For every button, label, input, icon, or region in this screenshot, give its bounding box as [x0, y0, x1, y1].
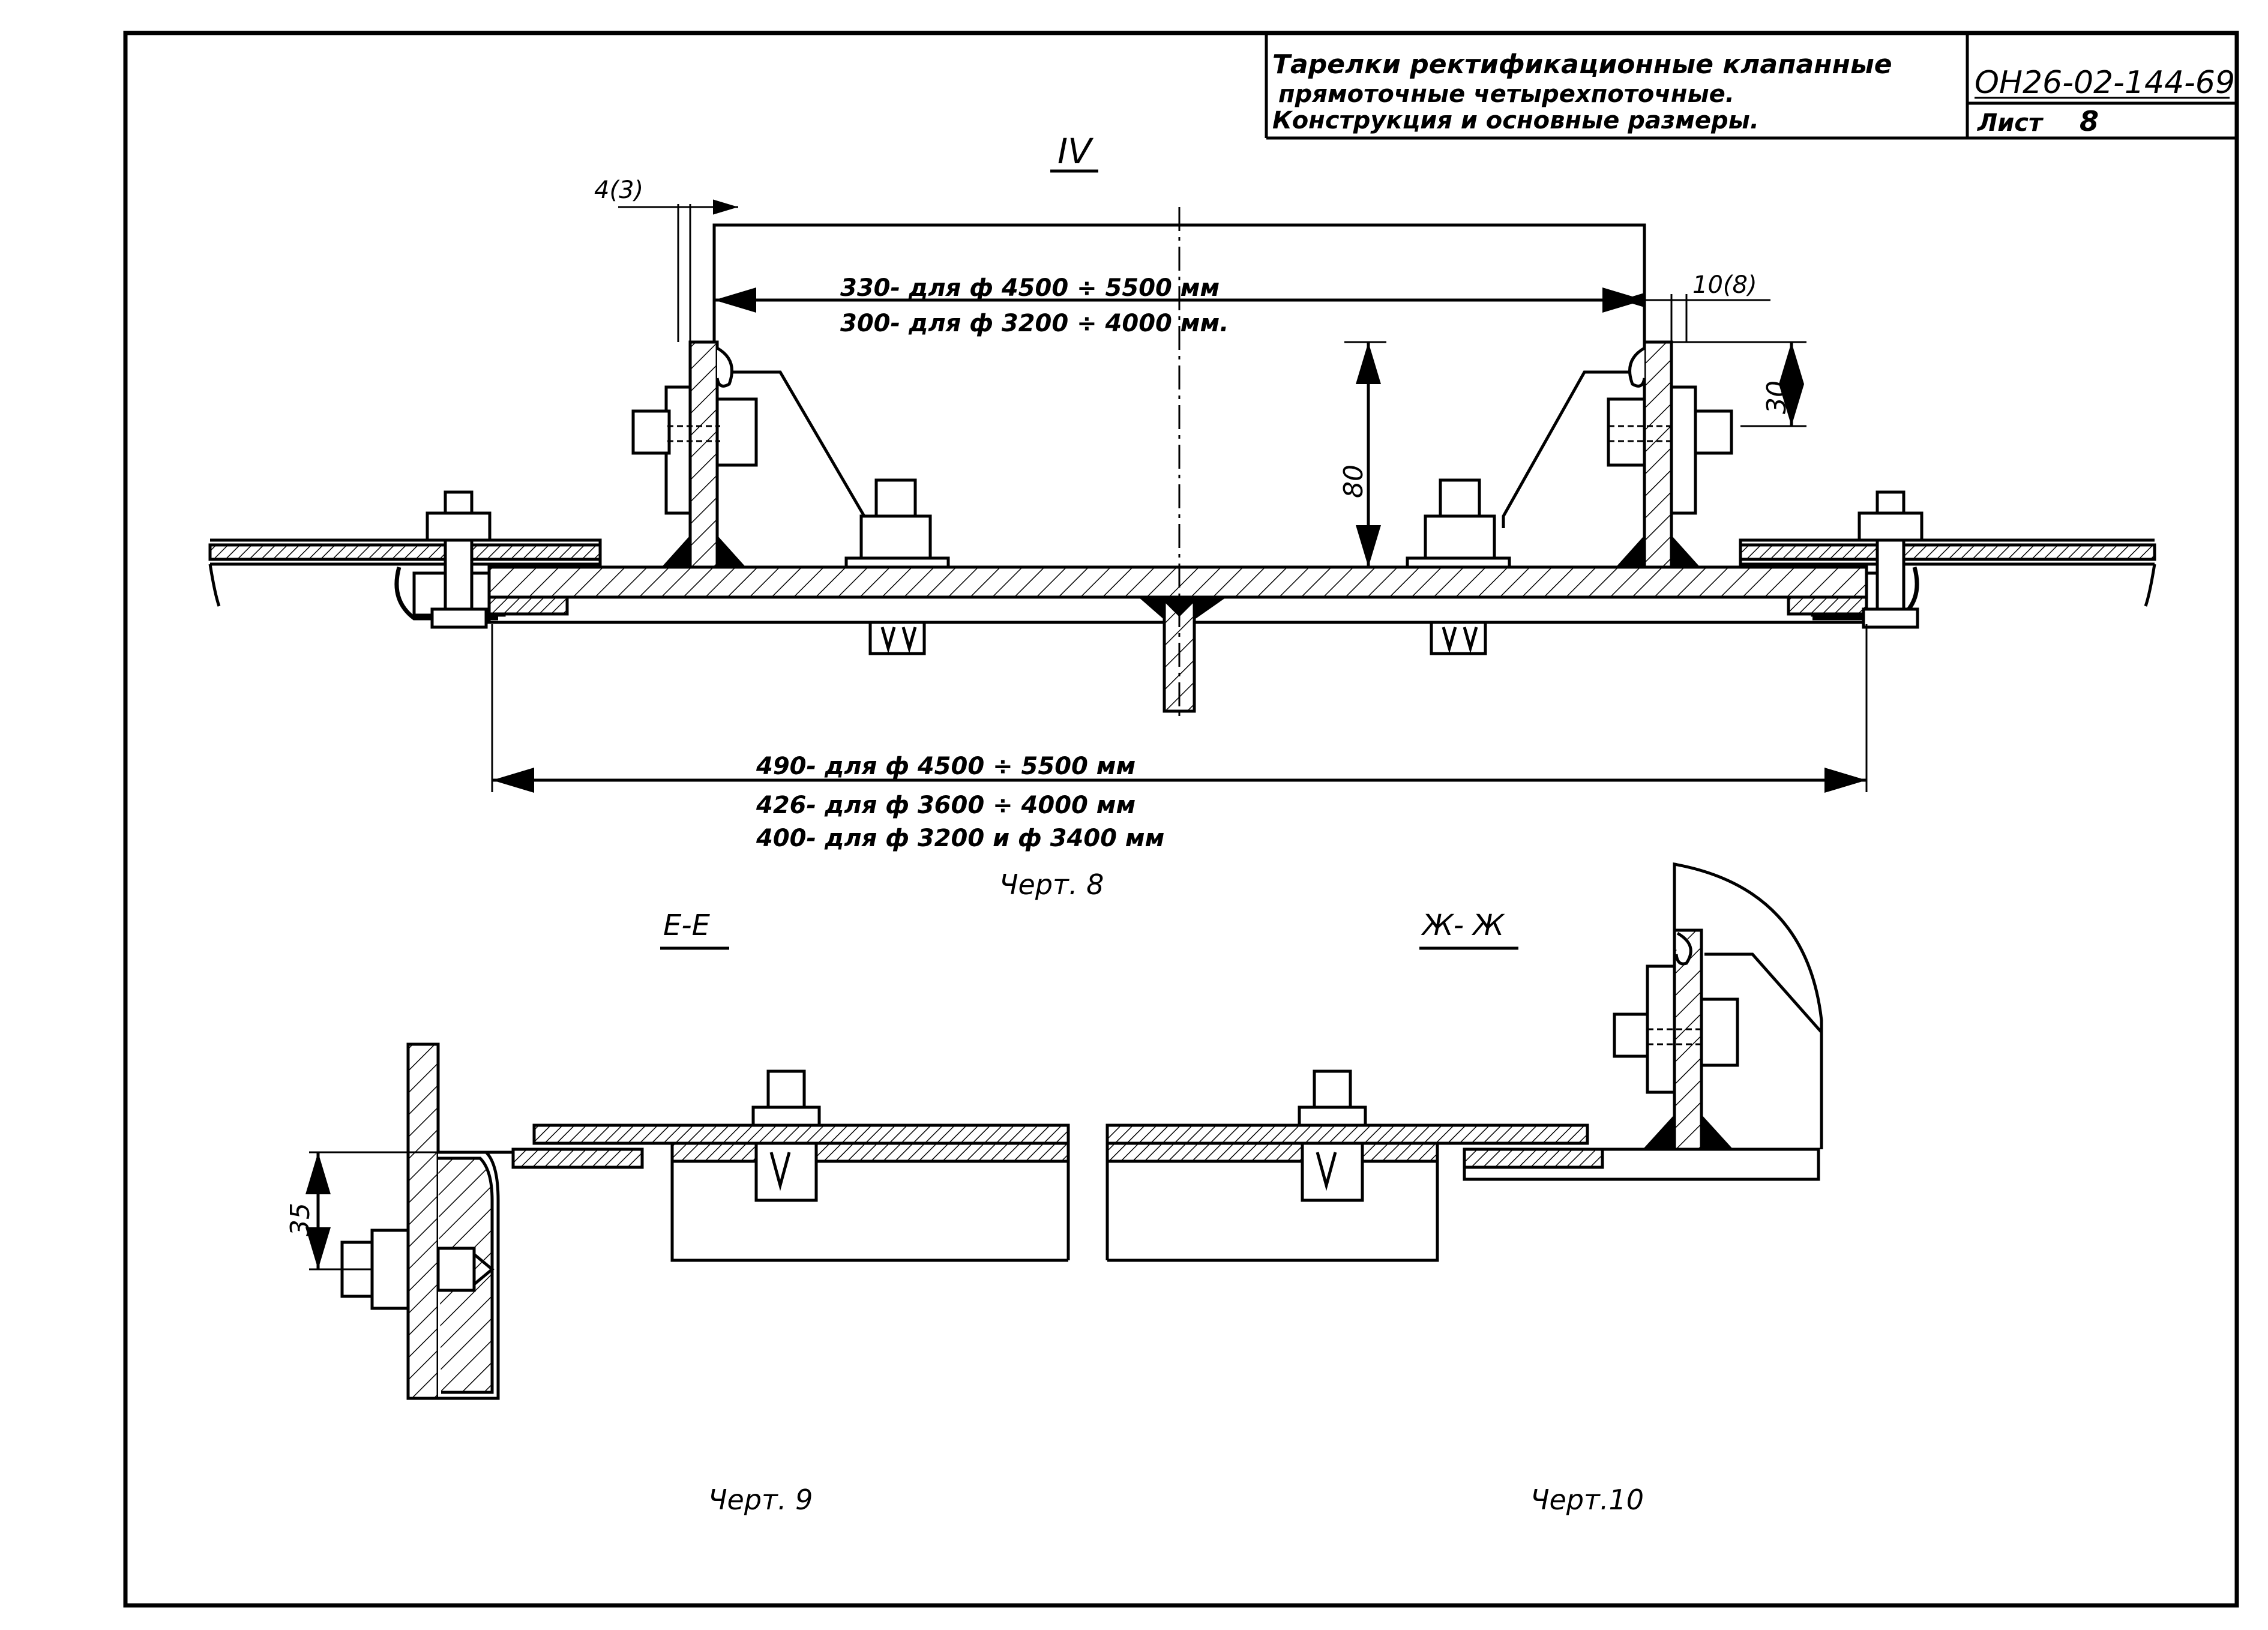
caption-drawing-8: Черт. 8 [999, 868, 1104, 901]
dim-height-80: 80 [1338, 465, 1369, 498]
caption-drawing-10: Черт.10 [1530, 1484, 1644, 1516]
center-partition [1137, 595, 1229, 713]
dim-gap-right: 10(8) [1692, 271, 1757, 299]
drawing-9: Е-Е 35 Черт. 9 [285, 909, 1070, 1516]
right-weir [1502, 340, 1733, 569]
dim-gap-left: 4(3) [594, 176, 643, 204]
dim-width-300: 300- для ф 3200 ÷ 4000 мм. [840, 310, 1229, 337]
center-left-bolt [844, 478, 950, 655]
drawing-8: IV [208, 131, 2156, 901]
dim-span-426: 426- для ф 3600 ÷ 4000 мм [756, 792, 1136, 819]
drawing-frame [123, 31, 2239, 1608]
dim-span-490: 490- для ф 4500 ÷ 5500 мм [756, 753, 1136, 780]
caption-drawing-9: Черт. 9 [708, 1484, 813, 1516]
view-label: IV [1057, 131, 1094, 172]
right-edge-bolt [1857, 490, 1924, 629]
title-block: Тарелки ректификационные клапанные прямо… [1272, 49, 2235, 137]
section-label-zh-zh: Ж- Ж [1421, 909, 1505, 942]
sheet-number: 8 [2080, 105, 2099, 137]
dim-span-400: 400- для ф 3200 и ф 3400 мм [756, 825, 1164, 852]
main-plate [487, 565, 1868, 599]
dim-35: 35 [285, 1203, 316, 1236]
title-line-1: Тарелки ректификационные клапанные [1272, 49, 1892, 80]
left-weir [631, 340, 866, 569]
dim-height-30: 30 [1761, 380, 1792, 414]
title-line-2: прямоточные четырехпоточные. [1278, 80, 1734, 108]
title-line-3: Конструкция и основные размеры. [1272, 107, 1759, 134]
sheet-label: Лист [1977, 109, 2044, 137]
left-edge-bolt [426, 490, 492, 629]
dim-width-330: 330- для ф 4500 ÷ 5500 мм [840, 274, 1220, 302]
center-right-bolt [1406, 478, 1511, 655]
drawing-10: Ж- Ж Черт.10 [1105, 862, 1823, 1516]
section-label-e-e: Е-Е [663, 909, 711, 942]
document-number: ОН26-02-144-69 [1975, 65, 2235, 101]
